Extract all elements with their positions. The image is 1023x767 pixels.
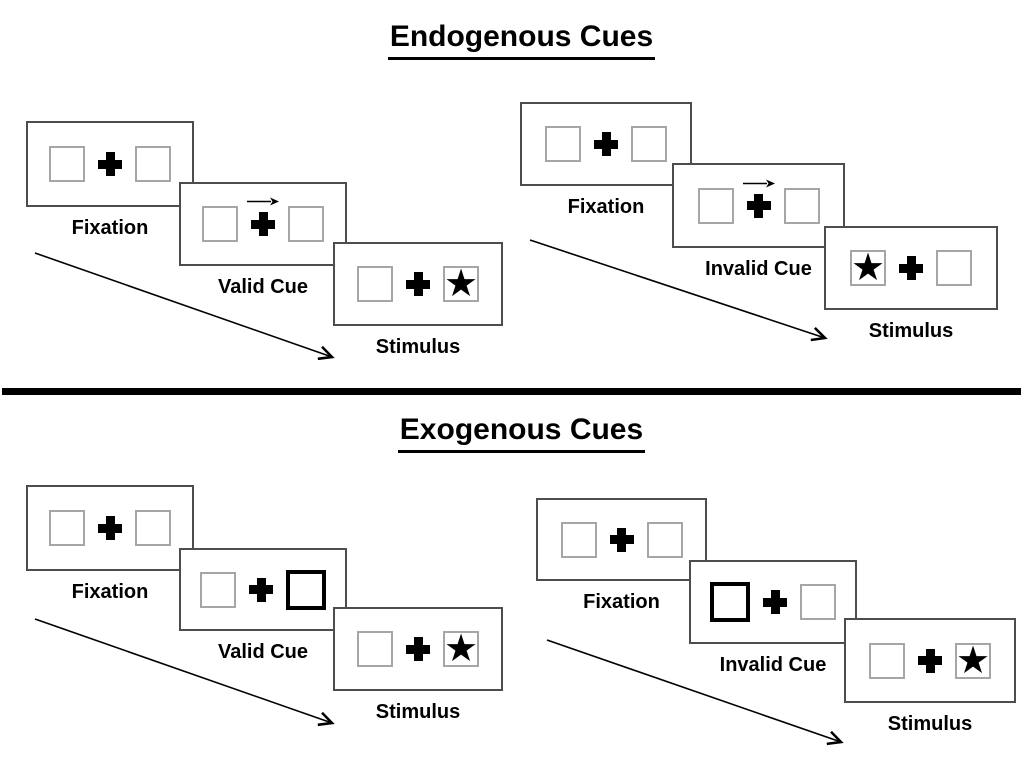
fixation-cross-icon (98, 152, 122, 176)
right-box (800, 584, 836, 620)
fixation-cross-wrap (609, 527, 634, 552)
left-box (560, 521, 597, 558)
exo-valid-cue-panel (179, 548, 347, 631)
endogenous-section-title: Endogenous Cues (20, 20, 1023, 60)
fixation-cross-wrap (763, 590, 787, 614)
cue-arrow-icon (742, 176, 776, 187)
left-box (49, 510, 85, 546)
fixation-cross-icon (251, 212, 275, 236)
exo-valid-stimulus-panel: ★ (333, 607, 503, 691)
fixation-cross-wrap (899, 256, 923, 280)
right-box (135, 510, 171, 546)
endo-valid-fixation-panel (26, 121, 194, 207)
fixation-cross-wrap (406, 272, 430, 296)
panel-label: Stimulus (868, 320, 954, 342)
right-box: ★ (443, 261, 479, 305)
fixation-cross-icon (594, 132, 618, 156)
endo-invalid-cue-panel (672, 163, 845, 248)
fixation-cross-icon (249, 577, 273, 602)
fixation-cross-icon (406, 637, 430, 661)
panel-label: Invalid Cue (705, 258, 812, 280)
endo-invalid-stimulus-panel: ★ (824, 226, 998, 310)
time-flow-arrow (34, 252, 335, 361)
left-box: ★ (850, 245, 886, 289)
fixation-cross-wrap (406, 637, 430, 661)
section-title-text: Exogenous Cues (397, 413, 646, 453)
left-box (710, 582, 750, 622)
panel-label: Valid Cue (217, 641, 309, 663)
right-box (288, 206, 324, 242)
right-box (286, 569, 326, 610)
right-box (646, 521, 683, 558)
left-box (202, 206, 238, 242)
fixation-cross-icon (763, 590, 787, 614)
left-box (869, 642, 905, 679)
time-flow-arrow (34, 618, 335, 727)
endo-valid-cue-panel (179, 182, 347, 266)
panel-label: Invalid Cue (719, 654, 827, 676)
cue-arrow-icon (246, 194, 280, 206)
exo-valid-fixation-panel (26, 485, 194, 571)
fixation-cross-wrap (594, 132, 618, 156)
exo-invalid-stimulus-panel: ★ (844, 618, 1016, 703)
star-icon: ★ (850, 245, 886, 289)
fixation-cross-wrap (918, 648, 942, 673)
fixation-cross-icon (746, 193, 771, 218)
endo-invalid-fixation-panel (520, 102, 692, 186)
panel-label: Fixation (71, 581, 149, 603)
fixation-cross-icon (899, 256, 923, 280)
right-box: ★ (955, 637, 991, 682)
panel-label: Stimulus (375, 336, 461, 358)
star-icon: ★ (443, 261, 479, 305)
section-divider (2, 388, 1021, 395)
panel-label: Stimulus (887, 713, 973, 735)
panel-label: Fixation (583, 591, 660, 613)
panel-label: Fixation (71, 217, 149, 239)
right-box (783, 187, 820, 224)
panel-label: Fixation (567, 196, 645, 218)
fixation-cross-wrap (249, 577, 273, 602)
time-flow-arrow (546, 639, 844, 746)
left-box (49, 146, 85, 182)
endo-valid-stimulus-panel: ★ (333, 242, 503, 326)
right-box (135, 146, 171, 182)
fixation-cross-icon (609, 527, 634, 552)
panel-label: Stimulus (375, 701, 461, 723)
fixation-cross-icon (918, 648, 942, 673)
left-box (357, 266, 393, 302)
time-flow-arrow (529, 239, 828, 342)
left-box (357, 631, 393, 667)
right-box (936, 250, 972, 286)
fixation-cross-wrap (98, 152, 122, 176)
fixation-cross-wrap (742, 179, 775, 218)
left-box (545, 126, 581, 162)
exo-invalid-fixation-panel (536, 498, 707, 581)
exogenous-section-title: Exogenous Cues (20, 413, 1023, 453)
star-icon: ★ (443, 626, 479, 670)
section-title-text: Endogenous Cues (387, 20, 656, 60)
fixation-cross-icon (406, 272, 430, 296)
fixation-cross-icon (98, 516, 122, 540)
fixation-cross-wrap (98, 516, 122, 540)
panel-label: Valid Cue (217, 276, 309, 298)
right-box: ★ (443, 626, 479, 670)
left-box (697, 187, 734, 224)
star-icon: ★ (955, 637, 991, 682)
exo-invalid-cue-panel (689, 560, 857, 644)
fixation-cross-wrap (247, 197, 279, 236)
left-box (200, 571, 236, 608)
right-box (631, 126, 667, 162)
